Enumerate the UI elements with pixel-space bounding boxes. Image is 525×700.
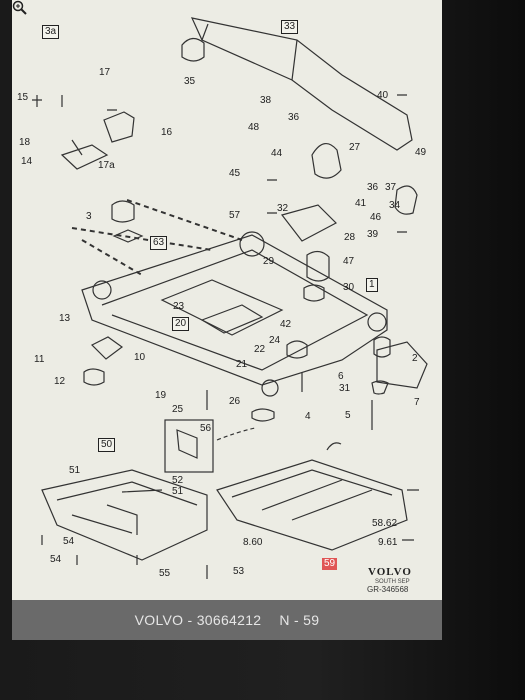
callout-54b: 54 bbox=[50, 554, 62, 565]
callout-3: 3 bbox=[86, 211, 92, 222]
callout-51b: 51 bbox=[172, 486, 184, 497]
callout-59: 59 bbox=[322, 558, 338, 570]
callout-3a: 3a bbox=[42, 25, 60, 39]
callout-9-61: 9.61 bbox=[378, 537, 398, 548]
callout-58-62: 58.62 bbox=[372, 518, 398, 529]
callout-35: 35 bbox=[184, 76, 196, 87]
callout-2: 2 bbox=[412, 353, 418, 364]
callout-5: 5 bbox=[345, 410, 351, 421]
callout-45: 45 bbox=[229, 168, 241, 179]
callout-48: 48 bbox=[248, 122, 260, 133]
callout-57: 57 bbox=[229, 210, 241, 221]
callout-52: 52 bbox=[172, 475, 184, 486]
callout-50: 50 bbox=[98, 438, 116, 452]
callout-37: 37 bbox=[385, 182, 397, 193]
callout-32: 32 bbox=[277, 203, 289, 214]
callout-63: 63 bbox=[150, 236, 168, 250]
callout-15: 15 bbox=[17, 92, 29, 103]
callout-29: 29 bbox=[263, 256, 275, 267]
page-reference: N - 59 bbox=[279, 612, 320, 628]
callout-22: 22 bbox=[254, 344, 266, 355]
callout-42: 42 bbox=[280, 319, 292, 330]
image-caption-bar: VOLVO - 30664212 N - 59 bbox=[12, 600, 442, 640]
callout-44: 44 bbox=[271, 148, 283, 159]
part-number: VOLVO - 30664212 bbox=[134, 612, 262, 628]
callout-33: 33 bbox=[281, 20, 299, 34]
brand-subtitle: SOUTH SEP bbox=[375, 579, 410, 585]
callout-10: 10 bbox=[134, 352, 146, 363]
diagram-reference: GR-346568 bbox=[367, 585, 409, 594]
callout-41: 41 bbox=[355, 198, 367, 209]
callout-24: 24 bbox=[269, 335, 281, 346]
callout-54a: 54 bbox=[63, 536, 75, 547]
callout-27: 27 bbox=[349, 142, 361, 153]
callout-17: 17 bbox=[99, 67, 111, 78]
callout-55: 55 bbox=[159, 568, 171, 579]
callout-8-60: 8.60 bbox=[243, 537, 263, 548]
callout-36a: 36 bbox=[288, 112, 300, 123]
callout-38: 38 bbox=[260, 95, 272, 106]
callout-46: 46 bbox=[370, 212, 382, 223]
callout-49: 49 bbox=[415, 147, 427, 158]
callout-56: 56 bbox=[200, 423, 212, 434]
callout-21: 21 bbox=[236, 359, 248, 370]
callout-26: 26 bbox=[229, 396, 241, 407]
screen: 3a 35 33 17 15 16 18 14 17a 38 40 36 48 … bbox=[12, 0, 442, 640]
parts-diagram: 3a 35 33 17 15 16 18 14 17a 38 40 36 48 … bbox=[12, 0, 442, 600]
callout-51a: 51 bbox=[69, 465, 81, 476]
callout-25: 25 bbox=[172, 404, 184, 415]
callout-12: 12 bbox=[54, 376, 66, 387]
diagram-drawing bbox=[32, 17, 428, 579]
magnifier-icon[interactable] bbox=[12, 0, 28, 16]
callout-20: 20 bbox=[172, 317, 190, 331]
callout-28: 28 bbox=[344, 232, 356, 243]
callout-39: 39 bbox=[367, 229, 379, 240]
volvo-logo: VOLVO bbox=[368, 566, 412, 578]
callout-7: 7 bbox=[414, 397, 420, 408]
callout-16: 16 bbox=[161, 127, 173, 138]
callout-18: 18 bbox=[19, 137, 31, 148]
callout-6: 6 bbox=[338, 371, 344, 382]
callout-14: 14 bbox=[21, 156, 33, 167]
callout-11: 11 bbox=[34, 354, 45, 365]
callout-13: 13 bbox=[59, 313, 71, 324]
callout-17a: 17a bbox=[98, 160, 115, 171]
callout-23: 23 bbox=[173, 301, 185, 312]
callout-31: 31 bbox=[339, 383, 351, 394]
callout-36b: 36 bbox=[367, 182, 379, 193]
callout-19: 19 bbox=[155, 390, 167, 401]
callout-30: 30 bbox=[343, 282, 355, 293]
callout-53: 53 bbox=[233, 566, 245, 577]
callout-47: 47 bbox=[343, 256, 355, 267]
callout-4: 4 bbox=[305, 411, 311, 422]
callout-40: 40 bbox=[377, 90, 389, 101]
callout-1: 1 bbox=[366, 278, 378, 292]
callout-34: 34 bbox=[389, 200, 401, 211]
